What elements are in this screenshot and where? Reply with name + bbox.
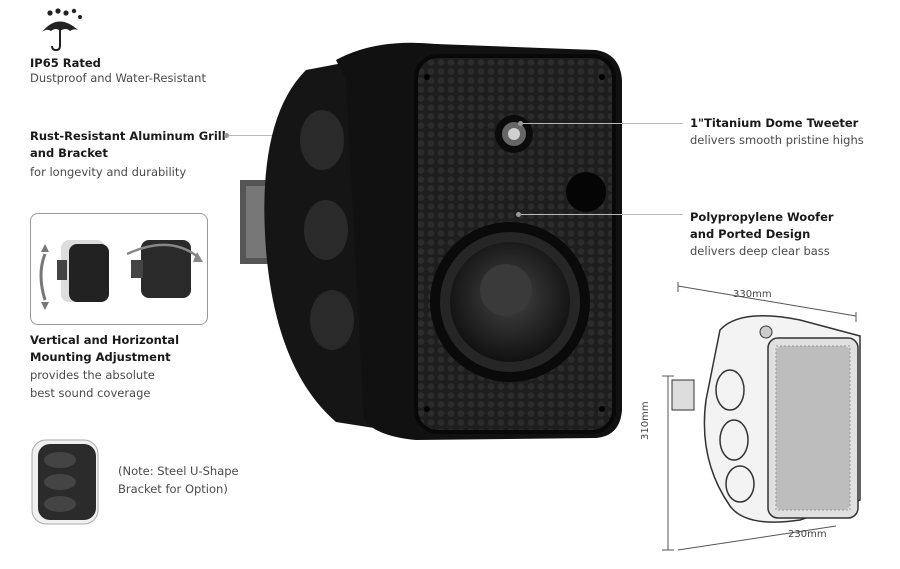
note-text: (Note: Steel U-Shape Bracket for Option) <box>118 462 239 498</box>
note-line1: (Note: Steel U-Shape <box>118 464 239 478</box>
dimension-depth: 230mm <box>788 529 827 540</box>
mount-title: Vertical and Horizontal Mounting Adjustm… <box>30 332 179 366</box>
tweeter-callout-line <box>523 123 683 124</box>
woofer-callout-line <box>521 214 683 215</box>
mount-desc-line2: best sound coverage <box>30 386 151 400</box>
ip65-title: IP65 Rated <box>30 56 101 70</box>
mounting-adjustment-image <box>30 213 208 325</box>
note-line2: Bracket for Option) <box>118 482 228 496</box>
speaker-main-image <box>236 40 632 442</box>
mount-desc-line1: provides the absolute <box>30 368 155 382</box>
tweeter-desc: delivers smooth pristine highs <box>690 133 864 147</box>
tweeter-callout-dot <box>518 121 523 126</box>
grill-title: Rust-Resistant Aluminum Grill and Bracke… <box>30 128 226 162</box>
woofer-title: Polypropylene Woofer and Ported Design <box>690 209 834 243</box>
mount-title-line2: Mounting Adjustment <box>30 350 171 364</box>
dimension-height: 310mm <box>640 401 651 440</box>
woofer-callout-dot <box>516 212 521 217</box>
grill-callout-line <box>229 135 309 136</box>
u-bracket-image <box>30 438 100 526</box>
mount-desc: provides the absolute best sound coverag… <box>30 366 155 402</box>
mount-title-line1: Vertical and Horizontal <box>30 333 180 347</box>
dimension-width: 330mm <box>733 289 772 300</box>
woofer-desc: delivers deep clear bass <box>690 244 830 258</box>
dimension-drawing <box>650 280 890 560</box>
grill-title-line1: Rust-Resistant Aluminum Grill <box>30 129 226 143</box>
tweeter-title: 1"Titanium Dome Tweeter <box>690 116 859 130</box>
woofer-title-line2: and Ported Design <box>690 227 811 241</box>
grill-title-line2: and Bracket <box>30 146 108 160</box>
ip65-desc: Dustproof and Water-Resistant <box>30 71 206 85</box>
grill-desc: for longevity and durability <box>30 165 187 179</box>
grill-callout-dot <box>224 133 229 138</box>
woofer-title-line1: Polypropylene Woofer <box>690 210 834 224</box>
umbrella-rain-icon <box>38 8 86 52</box>
